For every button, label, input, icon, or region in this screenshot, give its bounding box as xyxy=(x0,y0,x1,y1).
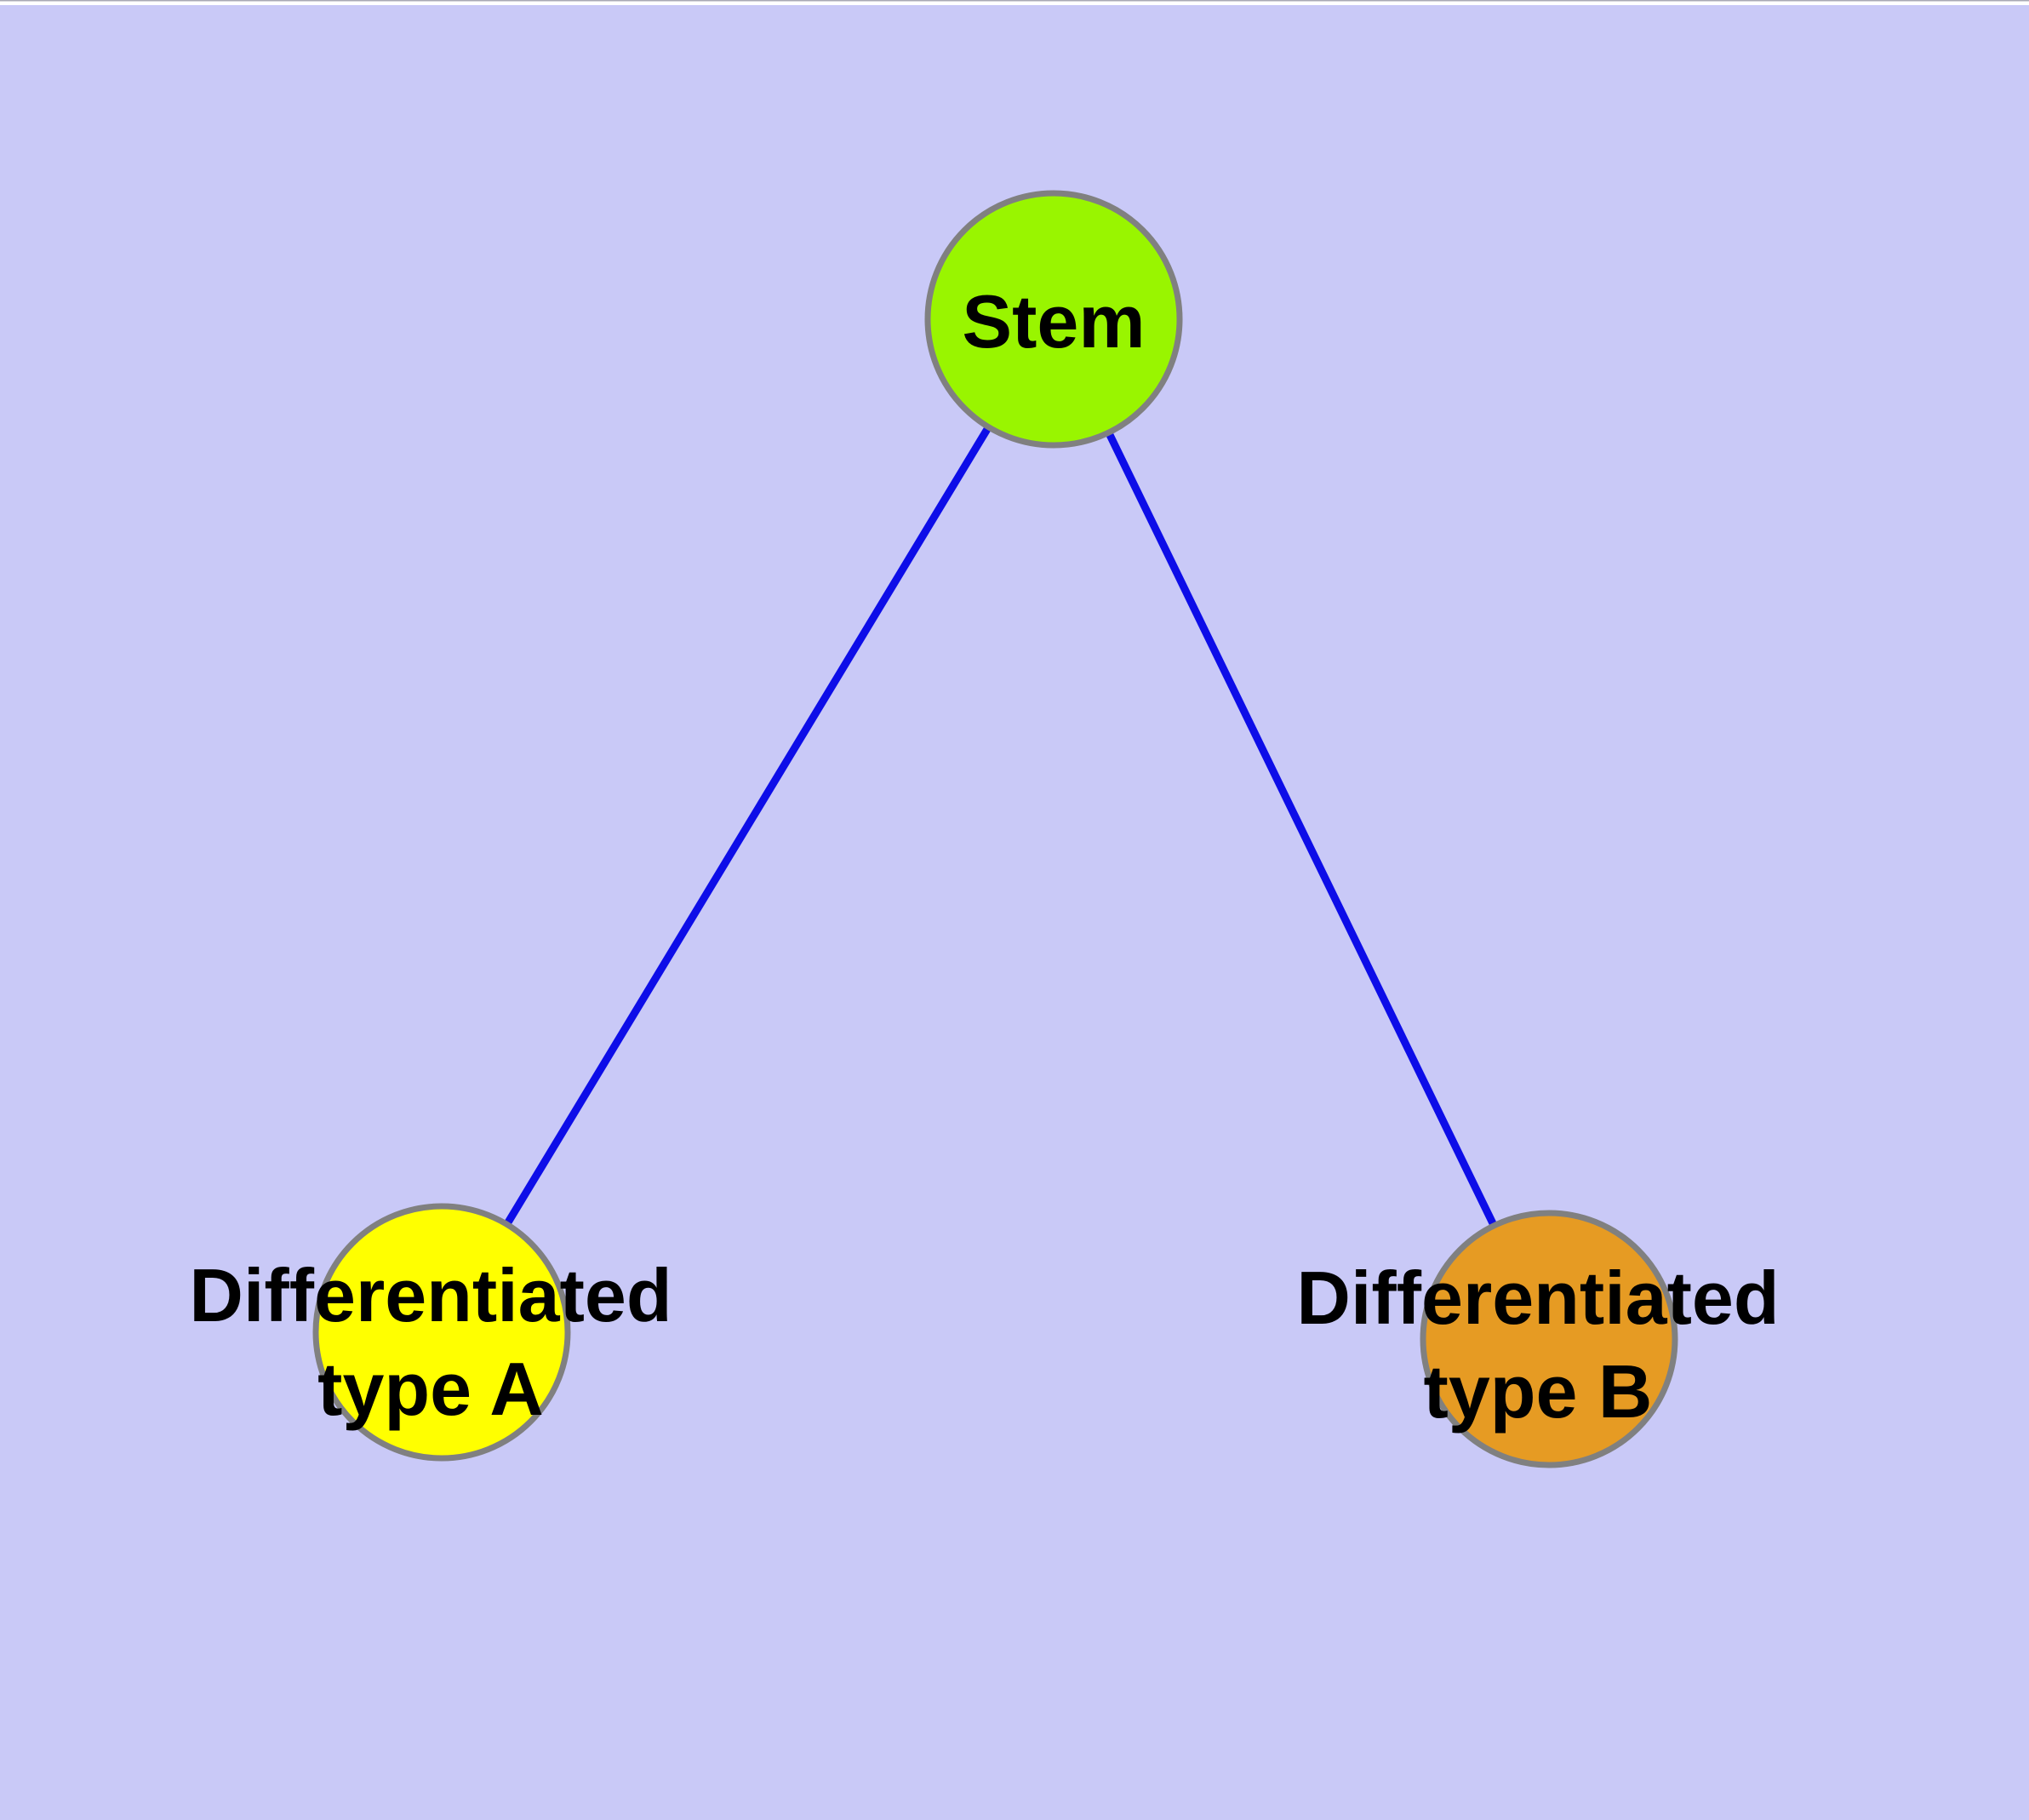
node-type-b-label-line1: Differentiated xyxy=(1296,1256,1779,1340)
top-margin-strip xyxy=(0,1,2029,5)
node-type-b xyxy=(1420,1210,1678,1468)
edge-layer xyxy=(438,317,1553,1341)
node-type-a-label-line1: Differentiated xyxy=(189,1253,672,1337)
node-stem-label: Stem xyxy=(962,279,1145,363)
node-type-a-label-line2: type A xyxy=(317,1347,544,1431)
node-type-a xyxy=(312,1203,571,1462)
node-layer xyxy=(312,190,1678,1468)
node-stem xyxy=(924,190,1183,449)
edge-stem-to-type-b xyxy=(1049,318,1553,1341)
node-type-b-label-line2: type B xyxy=(1424,1349,1653,1434)
top-border-line xyxy=(0,0,2029,2)
edge-stem-to-type-a xyxy=(438,317,1057,1335)
label-layer: Stem Differentiated type A Differentiate… xyxy=(189,279,1779,1434)
